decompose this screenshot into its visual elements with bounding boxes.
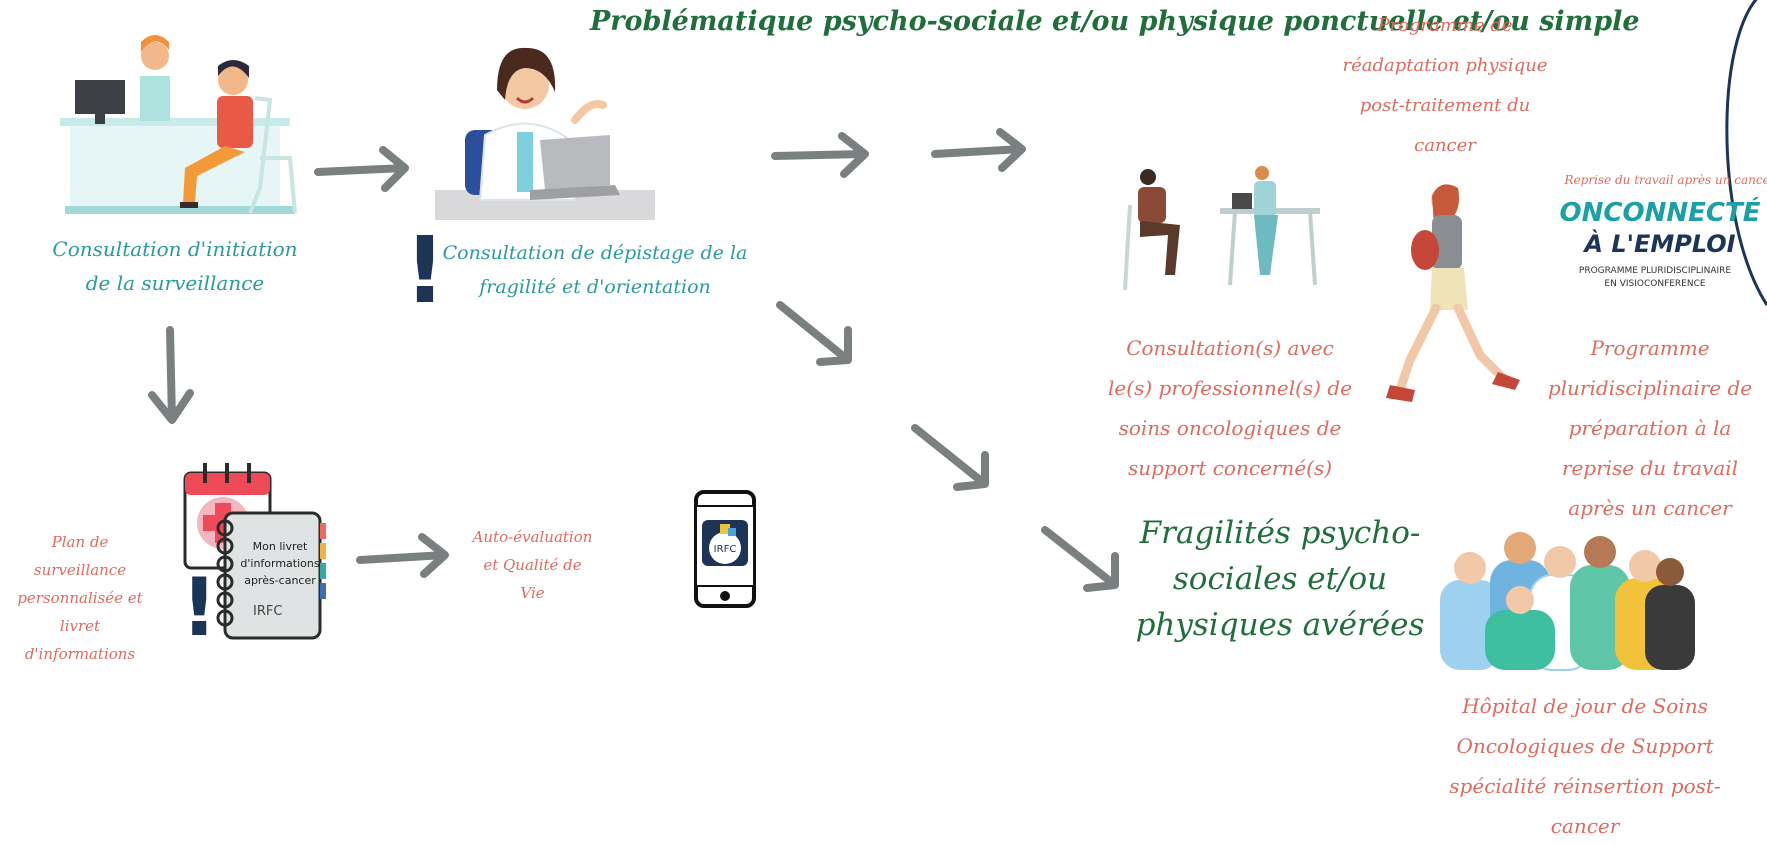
depistage-illustration — [435, 47, 655, 220]
arrow-initiation-to-depistage — [314, 146, 409, 192]
offer-pluri-label: Programme pluridisciplinaire de préparat… — [1547, 336, 1753, 520]
booklet-line2: d'informations — [240, 557, 320, 570]
offer-hopital-label: Hôpital de jour de Soins Oncologiques de… — [1449, 694, 1721, 838]
booklet-brand: IRFC — [253, 604, 283, 619]
right-edge-arc — [1725, 0, 1767, 306]
arrow-diag-to-fragilites — [1041, 526, 1119, 592]
fragilites-label: Fragilités psycho-sociales et/ou physiqu… — [1135, 515, 1425, 643]
logo-line1: ONCONNECTÉ — [1559, 198, 1761, 228]
phone-icon — [694, 490, 756, 608]
logo-caption: Reprise du travail après un cancer — [1564, 173, 1767, 187]
arrow-plan-to-auto-eval — [356, 533, 449, 578]
arrow-depistage-right-1 — [771, 132, 869, 178]
arrow-depistage-diag-2 — [911, 424, 989, 491]
offer-consultations-label: Consultation(s) avec le(s) professionnel… — [1108, 336, 1352, 480]
professionals-consultation-illustration — [1123, 166, 1320, 291]
step-auto-eval-label: Auto-évaluation et Qualité de Vie — [472, 528, 593, 602]
booklet-line1: Mon livret — [252, 540, 308, 553]
walking-woman-illustration — [1386, 184, 1520, 402]
logo-sub1: PROGRAMME PLURIDISCIPLINAIRE — [1578, 266, 1732, 276]
calendar-booklet-illustration — [183, 463, 326, 640]
offer-readaptation-label: Programme de réadaptation physique post-… — [1342, 15, 1548, 156]
arrow-initiation-down — [148, 326, 194, 424]
step-plan-label: Plan de surveillance personnalisée et li… — [17, 533, 143, 663]
consultation-illustration — [60, 35, 297, 214]
alert-mark-plan: ! — [181, 561, 218, 654]
booklet-line3: après-cancer — [244, 574, 316, 587]
logo-sub2: EN VISIOCONFERENCE — [1604, 279, 1706, 289]
alert-mark-depistage: ! — [404, 217, 446, 324]
step-initiation-label: Consultation d'initiation de la surveill… — [52, 237, 298, 295]
arrow-depistage-diag-1 — [776, 301, 852, 366]
phone-brand: IRFC — [713, 544, 737, 555]
step-depistage-label: Consultation de dépistage de la fragilit… — [442, 242, 748, 298]
arrow-depistage-right-2 — [931, 128, 1026, 172]
logo-line2: À L'EMPLOI — [1584, 230, 1736, 258]
medical-team-illustration — [1440, 532, 1695, 671]
flow-arrows — [148, 128, 1119, 592]
